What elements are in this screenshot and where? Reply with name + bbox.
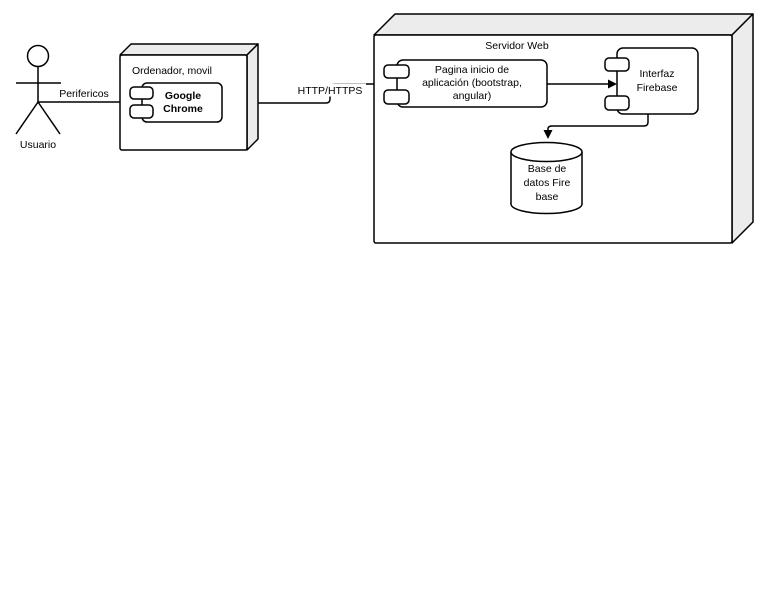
client-node-title: Ordenador, movil bbox=[132, 65, 212, 77]
google-chrome-component[interactable]: Google Chrome bbox=[129, 82, 223, 123]
firebase-to-db-connector[interactable] bbox=[543, 114, 649, 139]
client-node[interactable]: Ordenador, movil Google Chrome bbox=[119, 43, 259, 151]
firebase-label-line2: Firebase bbox=[637, 82, 678, 94]
pagina-label-line2: aplicación (bootstrap, bbox=[422, 77, 522, 89]
component-port-tab-icon bbox=[129, 104, 154, 119]
pagina-label-line1: Pagina inicio de bbox=[435, 64, 509, 76]
database-cylinder[interactable]: Base de datos Fire base bbox=[510, 141, 583, 215]
server-node-title: Servidor Web bbox=[485, 40, 549, 52]
firebase-to-db-arrowhead-icon bbox=[543, 130, 553, 139]
component-port-tab-icon bbox=[604, 57, 630, 72]
actor-right-leg-icon bbox=[37, 101, 61, 135]
http-label-background bbox=[294, 83, 366, 97]
firebase-to-db-line bbox=[547, 114, 649, 130]
firebase-component-body bbox=[616, 47, 699, 115]
chrome-label-line1: Google bbox=[165, 90, 201, 102]
actor-head-icon bbox=[26, 44, 50, 68]
database-label-line1: Base de bbox=[528, 163, 567, 175]
actor-left-leg-icon bbox=[15, 101, 39, 135]
interfaz-firebase-component[interactable]: Interfaz Firebase bbox=[604, 47, 699, 115]
server-node-top-face bbox=[373, 13, 754, 36]
client-node-right-face bbox=[246, 43, 259, 151]
perifericos-connector[interactable]: Perifericos bbox=[38, 88, 131, 103]
server-node[interactable]: Servidor Web Pagina inicio de aplicación… bbox=[373, 13, 754, 244]
component-port-tab-icon bbox=[383, 89, 410, 105]
component-port-tab-icon bbox=[383, 64, 410, 79]
cylinder-top bbox=[510, 141, 583, 163]
client-node-top-face bbox=[119, 43, 259, 56]
app-to-firebase-connector[interactable] bbox=[547, 79, 617, 89]
http-label: HTTP/HTTPS bbox=[298, 85, 363, 97]
perifericos-label: Perifericos bbox=[59, 88, 109, 100]
component-port-tab-icon bbox=[129, 86, 154, 100]
server-node-right-face bbox=[731, 13, 754, 244]
chrome-label-line2: Chrome bbox=[163, 103, 203, 115]
pagina-label-line3: angular) bbox=[453, 90, 492, 102]
chrome-component-body bbox=[141, 82, 223, 123]
component-port-tab-icon bbox=[604, 95, 630, 111]
usuario-actor[interactable]: Usuario bbox=[15, 44, 61, 152]
actor-label: Usuario bbox=[20, 139, 56, 151]
database-label-line3: base bbox=[536, 191, 559, 203]
pagina-inicio-component[interactable]: Pagina inicio de aplicación (bootstrap, … bbox=[383, 59, 548, 108]
firebase-label-line1: Interfaz bbox=[639, 68, 674, 80]
database-label-line2: datos Fire bbox=[524, 177, 571, 189]
app-to-firebase-arrowhead-icon bbox=[608, 79, 617, 89]
